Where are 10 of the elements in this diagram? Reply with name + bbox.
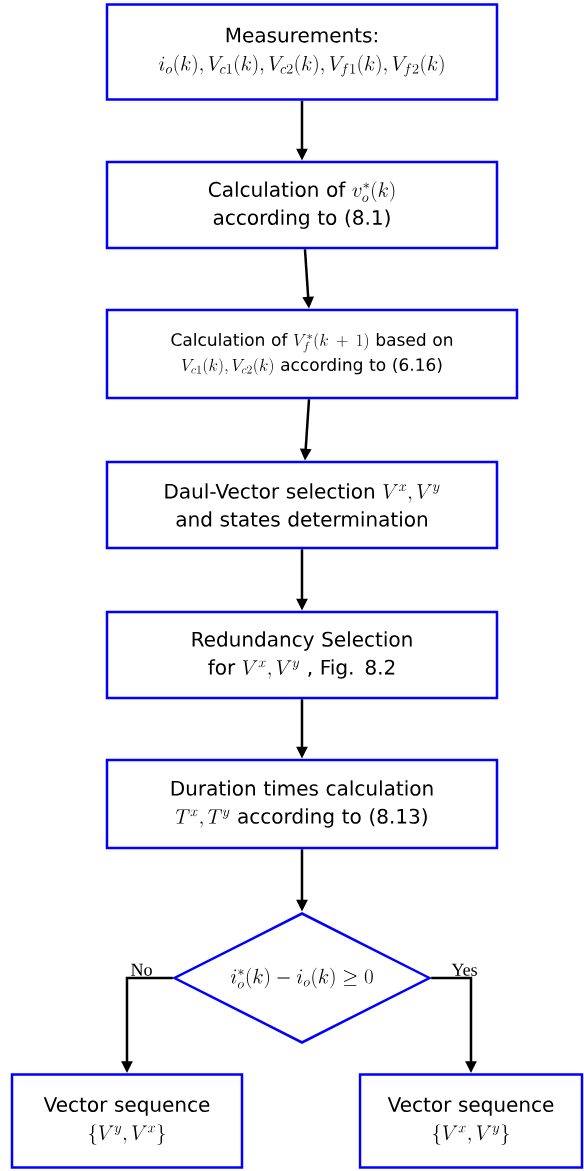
process-box: Calculation of $V_f^*(k+1)$ based on $V_{c1}(k), V_{c2}(k)$ according to (6.16) <box>105 308 519 400</box>
process-box: Duration times calculation $T^x, T^y$ according to (8.13) <box>105 758 499 850</box>
process-box: Measurements: $i_o(k), V_{c1}(k), V_{c2}(k), V_{f1}(k), V_{f2}(k)$ <box>105 3 499 101</box>
edge-label: No <box>131 963 152 976</box>
process-box: Daul-Vector selection $V^x, V^y$ and states determination <box>105 460 499 550</box>
process-box: Redundancy Selection for $V^x, V^y$ , Fig. 8.2 <box>105 610 499 700</box>
process-box: Calculation of $v_o^*(k)$ according to (8.1) <box>105 160 499 250</box>
process-box: Vector sequence $\{V^x, V^y\}$ <box>358 1073 584 1169</box>
process-box: Vector sequence $\{V^y, V^x\}$ <box>10 1073 244 1169</box>
edge-label: Yes <box>451 963 477 976</box>
